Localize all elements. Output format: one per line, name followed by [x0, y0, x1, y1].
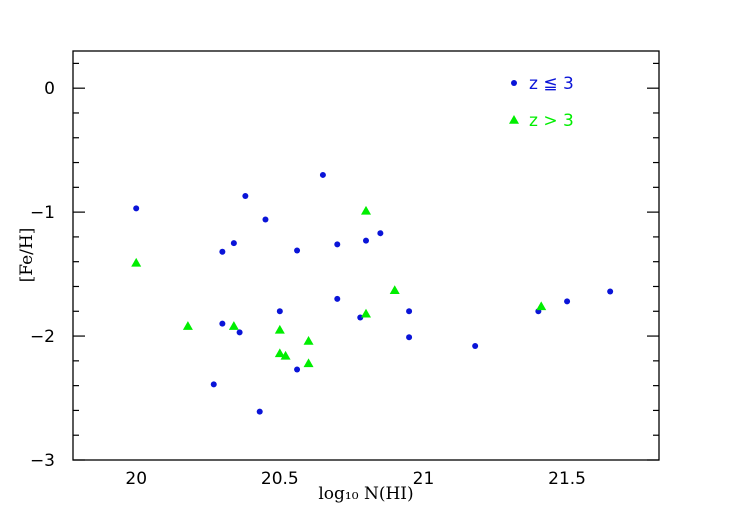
data-point-circle: [319, 171, 326, 178]
data-point-triangle: [274, 348, 285, 358]
data-point-triangle: [303, 336, 314, 345]
data-point-circle: [607, 288, 614, 295]
data-point-circle: [242, 193, 249, 200]
data-point-circle: [210, 381, 217, 388]
data-point-circle: [357, 314, 364, 321]
data-point-circle: [334, 241, 341, 248]
data-point-circle: [334, 295, 341, 302]
plot-frame: [72, 50, 660, 461]
x-tick-label: 20.5: [261, 469, 299, 489]
data-point-triangle: [361, 308, 371, 318]
data-point-circle: [472, 342, 479, 349]
data-point-triangle: [131, 257, 142, 267]
x-tick-label: 20: [125, 469, 147, 489]
data-point-circle: [219, 248, 226, 255]
data-point-circle: [564, 298, 571, 305]
y-tick-label: −2: [30, 327, 55, 347]
y-axis-label: [Fe/H]: [17, 228, 37, 283]
data-point-circle: [133, 205, 140, 212]
data-point-triangle: [361, 205, 371, 215]
y-axis-ticks: 0 −1 −2 −3: [30, 62, 659, 471]
data-point-triangle: [228, 321, 239, 330]
data-point-circle: [406, 308, 413, 315]
data-points: [131, 171, 614, 415]
data-point-circle: [262, 216, 269, 223]
legend-triangle-mark: [509, 115, 519, 124]
data-point-triangle: [389, 285, 400, 294]
data-point-circle: [236, 329, 243, 336]
legend-marker-circle: [511, 80, 517, 86]
data-point-triangle: [303, 358, 314, 368]
data-point-triangle: [536, 301, 547, 311]
x-tick-label: 21: [413, 469, 435, 489]
data-point-triangle: [182, 321, 193, 330]
legend-circle-mark: [511, 80, 517, 86]
data-point-circle: [377, 230, 384, 237]
legend-marker-triangle: [509, 115, 519, 124]
data-point-circle: [256, 408, 263, 415]
legend: z ≦ 3 z > 3: [509, 74, 574, 131]
y-tick-label: 0: [44, 79, 55, 99]
y-tick-label: −3: [30, 451, 55, 471]
data-point-circle: [363, 237, 369, 244]
data-point-triangle: [280, 350, 291, 360]
data-point-circle: [230, 240, 237, 247]
legend-label-z-gt-3: z > 3: [529, 111, 574, 131]
data-point-circle: [406, 334, 413, 341]
legend-label-z-le-3: z ≦ 3: [529, 74, 574, 94]
data-point-circle: [294, 366, 301, 373]
x-axis-ticks: 20 20.5 21 21.5: [125, 469, 586, 489]
x-tick-label: 21.5: [548, 469, 586, 489]
data-point-circle: [294, 247, 301, 254]
data-point-circle: [276, 308, 283, 315]
y-tick-label: −1: [30, 203, 55, 223]
x-axis-label: log₁₀ N(HI): [318, 484, 413, 504]
data-point-circle: [219, 320, 226, 327]
data-point-triangle: [274, 324, 285, 334]
